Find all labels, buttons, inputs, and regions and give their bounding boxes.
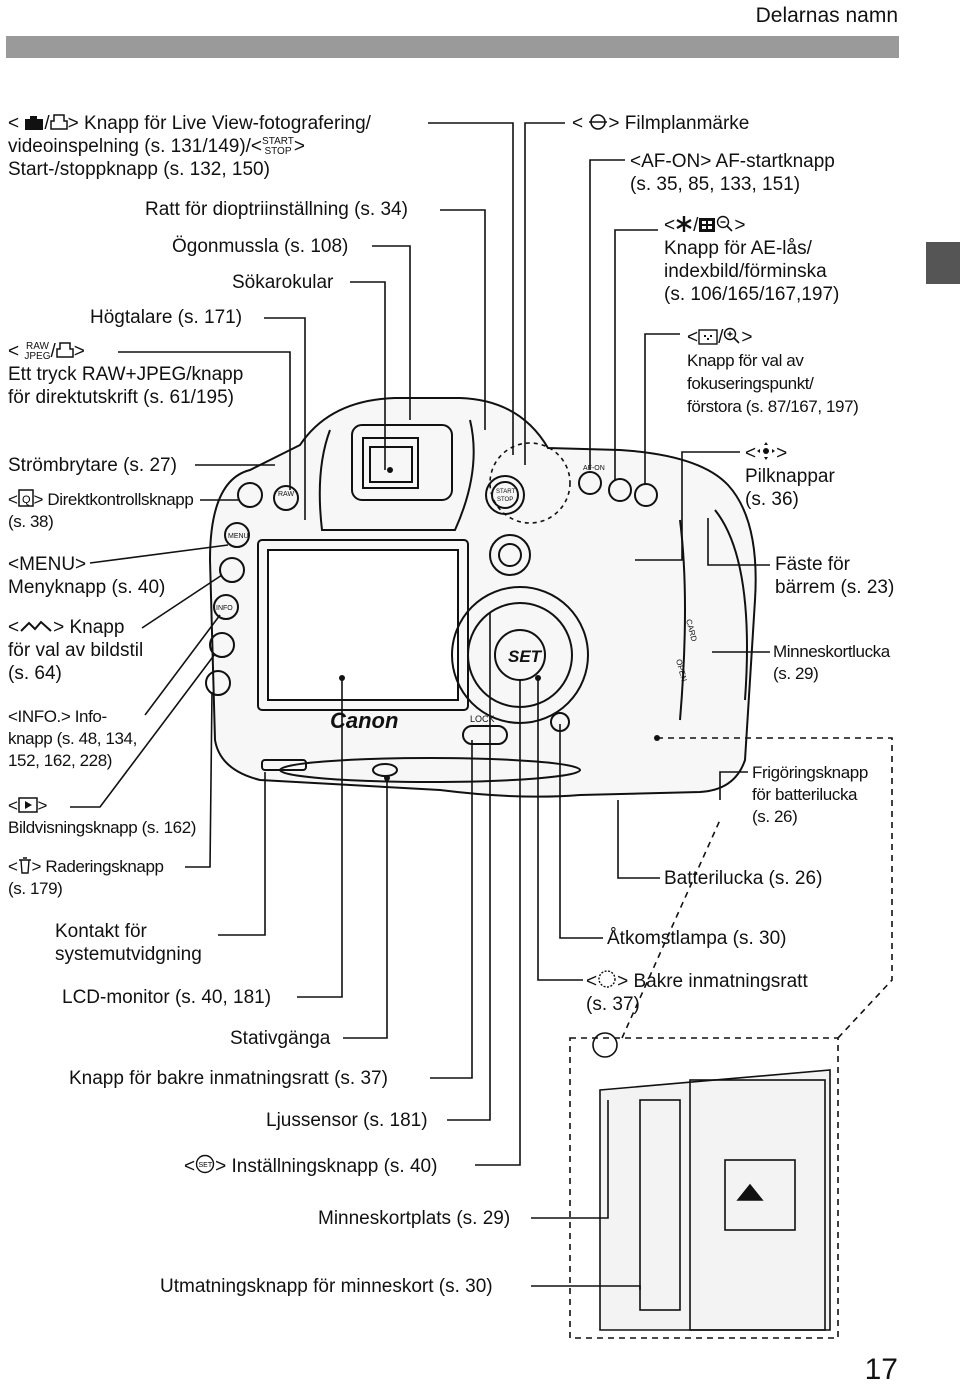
label-access-lamp: Åtkomstlampa (s. 30) (607, 928, 787, 949)
label-picture-style: <> Knapp för val av bildstil (s. 64) (8, 617, 144, 684)
label-diopter: Ratt för dioptriinställning (s. 34) (145, 199, 408, 220)
leader-dots (339, 467, 660, 781)
label-battery-release: Frigöringsknapp för batterilucka (s. 26) (752, 763, 868, 826)
playback-icon (17, 797, 38, 813)
label-playback: <> Bildvisningsknapp (s. 162) (8, 796, 197, 837)
section-title: Delarnas namn (755, 4, 898, 27)
lock-label: LOCK (470, 714, 495, 724)
camera-body (205, 397, 757, 798)
label-lcd: LCD-monitor (s. 40, 181) (62, 987, 272, 1008)
set-button-label: SET (508, 647, 543, 666)
set-icon: SET (195, 1154, 215, 1174)
menu-button-label: MENU (228, 533, 249, 540)
page-number: 17 (864, 1353, 898, 1386)
camera-icon (25, 116, 44, 130)
label-af-on: <AF-ON> AF-startknapp (s. 35, 85, 133, 1… (630, 151, 835, 195)
index-icon (699, 218, 716, 232)
label-strap: Fäste för bärrem (s. 23) (775, 554, 895, 598)
af-point-icon (698, 329, 718, 345)
zoom-in-icon (724, 327, 740, 344)
chapter-tab (926, 242, 960, 284)
label-info: <INFO.> Info- knapp (s. 48, 134, 152, 16… (8, 707, 137, 770)
zoom-out-icon (717, 215, 733, 232)
label-card-slot: Minneskortplats (s. 29) (318, 1208, 511, 1229)
label-quick-control: <Q> Direktkontrollsknapp (s. 38) (8, 489, 194, 531)
ae-lock-star-icon (676, 216, 692, 232)
canon-logo: Canon (330, 708, 398, 733)
right-leaders (524, 122, 770, 981)
card-slot-inset (569, 1032, 839, 1339)
multi-controller-icon (757, 442, 776, 460)
picture-style-icon (20, 620, 52, 632)
label-light-sensor: Ljussensor (s. 181) (266, 1110, 428, 1131)
print-icon (49, 114, 68, 130)
left-leaders (70, 122, 641, 1290)
quick-control-icon: Q (17, 489, 34, 507)
start-button-label: START (496, 489, 515, 495)
label-quick-dial-button: Knapp för bakre inmatningsratt (s. 37) (69, 1068, 388, 1089)
label-set-button: <SET> Inställningsknapp (s. 40) (184, 1154, 438, 1177)
label-card-eject: Utmatningsknapp för minneskort (s. 30) (160, 1276, 493, 1297)
label-speaker: Högtalare (s. 171) (90, 307, 243, 328)
svg-text:SET: SET (199, 1162, 213, 1169)
trash-icon (18, 857, 31, 874)
label-battery-cover: Batterilucka (s. 26) (664, 868, 823, 889)
label-live-view: < /> Knapp för Live View-fotografering/ … (8, 113, 371, 180)
stop-button-label: STOP (497, 497, 513, 503)
label-menu: <MENU> Menyknapp (s. 40) (8, 554, 166, 598)
label-quick-dial: <> Bakre inmatningsratt (s. 37) (586, 970, 808, 1015)
print-icon (56, 342, 74, 358)
film-plane-icon (589, 114, 608, 130)
quick-dial-icon (598, 970, 616, 988)
af-on-label: AF-ON (583, 465, 605, 472)
label-extension: Kontakt för systemutvidgning (55, 921, 202, 965)
label-af-point: </> Knapp för val av fokuseringspunkt/ f… (687, 327, 859, 416)
label-film-plane: < > Filmplanmärke (572, 113, 750, 134)
label-multi-controller: <> Pilknappar (s. 36) (745, 442, 835, 510)
label-eyecup: Ögonmussla (s. 108) (172, 236, 349, 257)
label-card-cover: Minneskortlucka (s. 29) (773, 642, 890, 683)
label-tripod: Stativgänga (230, 1028, 331, 1049)
raw-button-label: RAW (278, 491, 294, 498)
label-erase: <> Raderingsknapp (s. 179) (8, 857, 164, 898)
label-eyepiece: Sökarokular (232, 272, 334, 293)
svg-text:Q: Q (22, 494, 31, 506)
header-bar (6, 36, 899, 58)
info-button-label: INFO (216, 605, 233, 612)
label-ae-lock: </> Knapp för AE-lås/ indexbild/förminsk… (664, 215, 840, 305)
label-power: Strömbrytare (s. 27) (8, 455, 177, 476)
